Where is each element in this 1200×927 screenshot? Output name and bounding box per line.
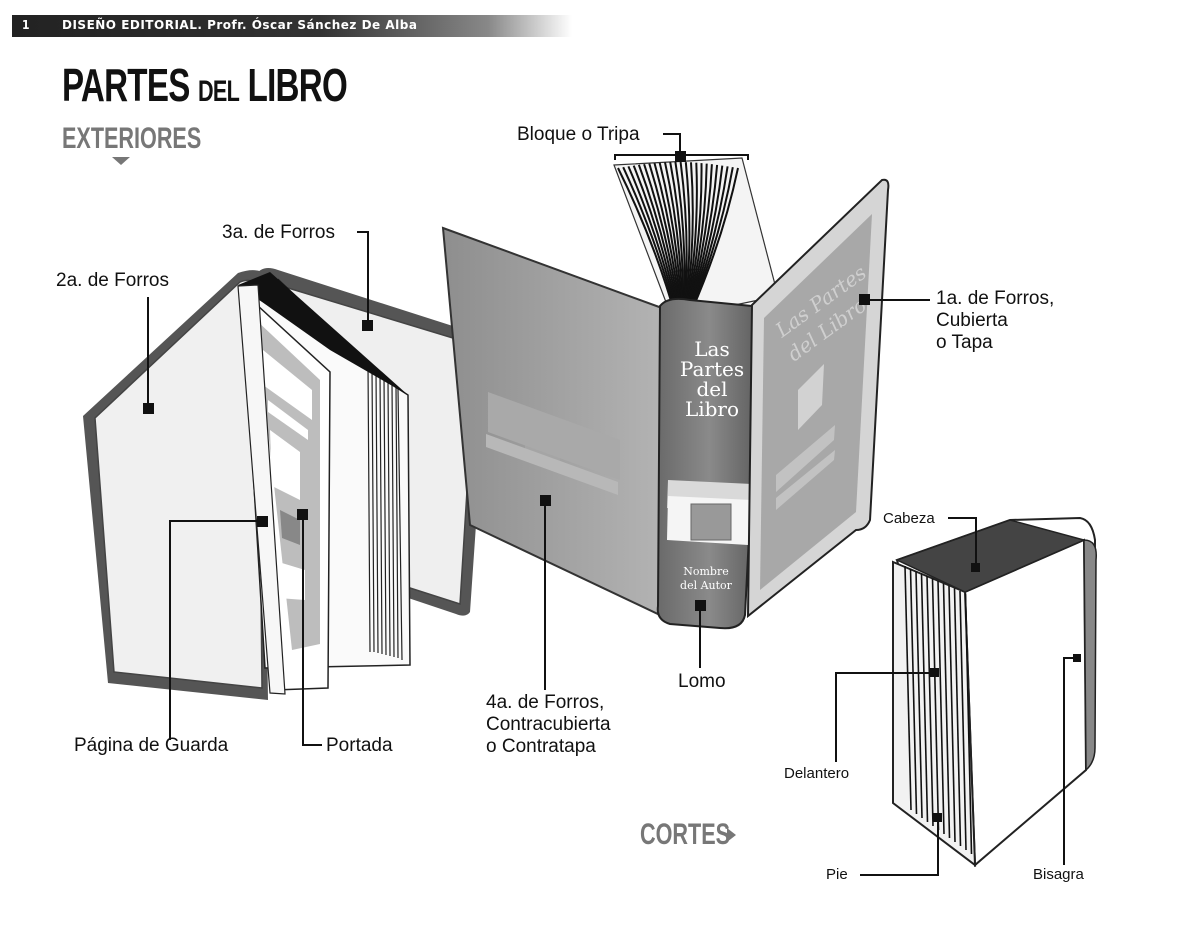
page-fan-line [688, 165, 724, 312]
page-fan-line [688, 164, 719, 312]
label-delantero: Delantero [784, 765, 850, 782]
spine-author-line-2: del Autor [680, 579, 733, 592]
label-primera-forros-line-1: 1a. de Forros, [936, 288, 1055, 309]
header-bar [12, 15, 572, 37]
page-edge-line [964, 593, 973, 855]
section-subtitle: EXTERIORES [62, 122, 202, 155]
page-fan-line [674, 161, 686, 315]
label-cuarta-forros: 4a. de Forros, Contracubierta o Contrata… [486, 692, 611, 758]
label-bisagra: Bisagra [1033, 866, 1084, 883]
page-edge-line [904, 565, 912, 811]
page-edge-line [937, 580, 945, 835]
label-primera-forros-line-3: o Tapa [936, 332, 993, 353]
label-cuarta-forros-line-2: Contracubierta [486, 714, 611, 735]
title-libro: LIBRO [247, 59, 348, 111]
page-fan-line [691, 167, 739, 311]
page-fan-line [669, 161, 685, 315]
label-bloque-tripa: Bloque o Tripa [517, 124, 640, 145]
chevron-down-icon [112, 157, 130, 165]
label-lomo: Lomo [678, 671, 726, 692]
small-book [892, 516, 1097, 868]
label-primera-forros: 1a. de Forros, Cubierta o Tapa [936, 288, 1054, 354]
page-fan-line [684, 161, 691, 314]
spine-title-line-3: del [696, 377, 727, 401]
title-partes: PARTES [62, 59, 190, 111]
page-fan-line [679, 161, 688, 314]
page-edge-line [948, 585, 956, 843]
spine-author-line-1: Nombre [683, 565, 729, 578]
label-markers [143, 151, 1081, 822]
page-edge-line [909, 568, 918, 815]
page-fan-line [686, 163, 708, 313]
spine-title-line-4: Libro [685, 397, 739, 421]
label-pagina-guarda: Página de Guarda [74, 735, 229, 756]
page-fan-line [690, 167, 734, 311]
page-fan-line [685, 162, 698, 313]
page-edge-line [926, 575, 934, 827]
header-text: DISEÑO EDITORIAL. Profr. Óscar Sánchez D… [62, 18, 418, 32]
page-title: PARTES DEL LIBRO [62, 58, 348, 112]
label-cabeza: Cabeza [883, 510, 935, 527]
page-fan-line [689, 166, 729, 312]
page-edge-line [920, 573, 929, 823]
title-del: DEL [198, 75, 240, 108]
page-fan-line [684, 162, 694, 314]
cortes-heading: CORTES [640, 818, 731, 851]
open-book [83, 268, 489, 700]
label-tercera-forros: 3a. de Forros [222, 222, 335, 243]
fanned-pages [613, 157, 779, 319]
chevron-right-icon [727, 828, 736, 842]
page-edge-line [959, 590, 967, 851]
label-primera-forros-line-2: Cubierta [936, 310, 1008, 331]
page-edge-line [915, 570, 923, 819]
page-fan-line [687, 164, 713, 312]
page-fan-line [658, 162, 683, 316]
label-cuarta-forros-line-3: o Contratapa [486, 736, 596, 757]
page-number: 1 [22, 18, 30, 32]
label-cuarta-forros-line-1: 4a. de Forros, [486, 692, 605, 713]
page-edge-line [942, 583, 951, 839]
label-pie: Pie [826, 866, 848, 883]
page-edge-line [953, 588, 962, 847]
closed-book: Las Partes del Libro Nombre del Autor La… [441, 157, 890, 630]
page-fan-line [686, 163, 703, 313]
label-segunda-forros: 2a. de Forros [56, 270, 169, 291]
page-fan-line [664, 162, 684, 315]
page-edge-line [931, 578, 940, 831]
spine-title-line-1: Las [694, 337, 729, 361]
spine-title-line-2: Partes [680, 357, 744, 381]
label-portada: Portada [326, 735, 393, 756]
